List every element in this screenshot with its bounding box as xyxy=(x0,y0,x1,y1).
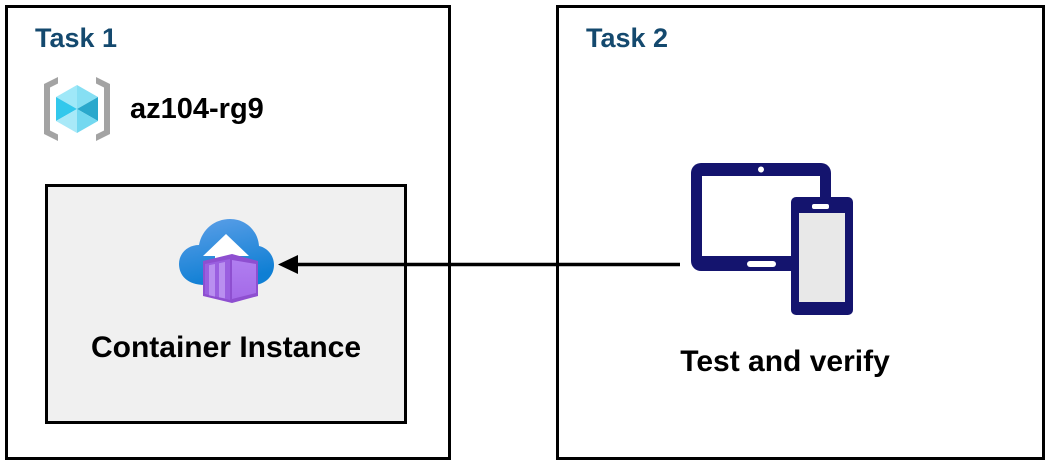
devices-test-icon xyxy=(691,163,853,315)
test-verify-label: Test and verify xyxy=(680,345,890,378)
panel-task-2-title: Task 2 xyxy=(586,23,669,53)
resource-group-label: az104-rg9 xyxy=(130,92,264,125)
container-instance-icon xyxy=(179,219,274,303)
resource-group-icon xyxy=(44,77,110,141)
resource-group-row: az104-rg9 xyxy=(38,70,264,148)
container-instance-card: Container Instance xyxy=(45,184,407,424)
test-verify-group: Test and verify xyxy=(660,155,910,379)
panel-task-1-title: Task 1 xyxy=(35,23,118,53)
container-instance-label: Container Instance xyxy=(90,331,362,364)
panel-task-1: Task 1 az104-rg9 xyxy=(5,5,451,460)
